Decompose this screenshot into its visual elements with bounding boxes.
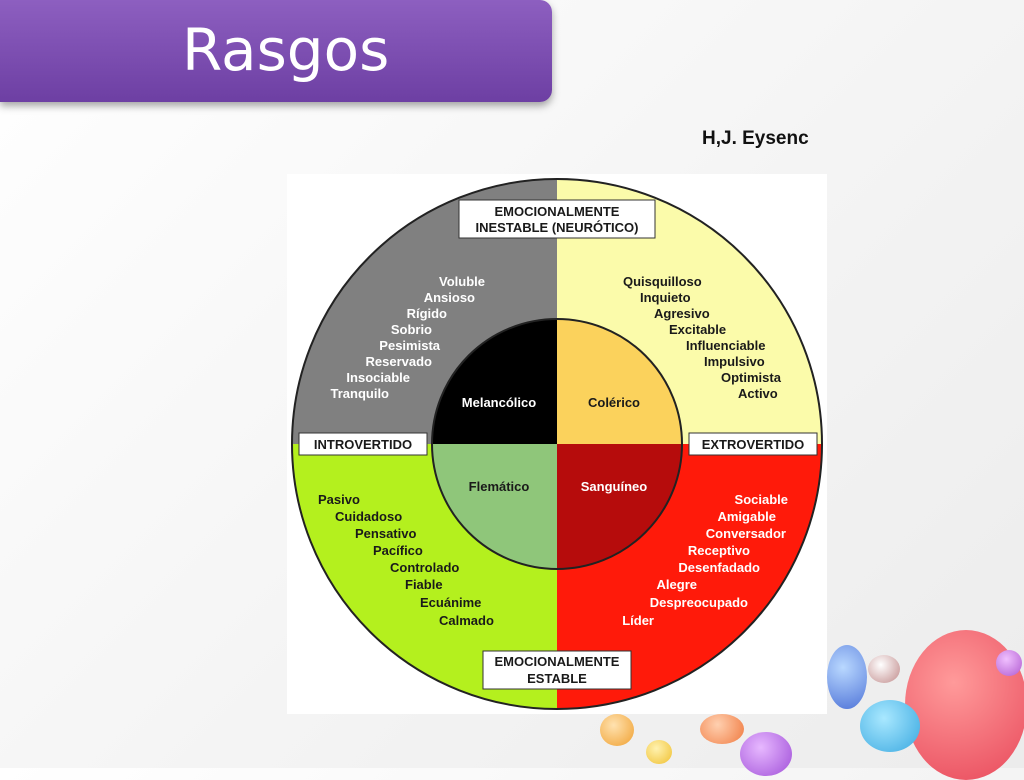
trait: Tranquilo — [331, 386, 390, 401]
trait: Fiable — [405, 577, 443, 592]
trait: Cuidadoso — [335, 509, 402, 524]
trait: Alegre — [657, 577, 697, 592]
temperament-sanguineo: Sanguíneo — [581, 479, 648, 494]
traits-top-left: Voluble Ansioso Rígido Sobrio Pesimista … — [331, 274, 486, 401]
axis-label-top-line1: EMOCIONALMENTE — [495, 204, 620, 219]
traits-bottom-right: Sociable Amigable Conversador Receptivo … — [622, 492, 788, 628]
decorative-bubble — [827, 645, 867, 709]
inner-circle-border — [431, 318, 683, 570]
trait: Quisquilloso — [623, 274, 702, 289]
decorative-bubble — [600, 714, 634, 746]
trait: Desenfadado — [678, 560, 760, 575]
temperament-colerico: Colérico — [588, 395, 640, 410]
trait: Ecuánime — [420, 595, 481, 610]
trait: Ansioso — [424, 290, 475, 305]
outer-circle-border — [291, 178, 823, 710]
trait: Pensativo — [355, 526, 416, 541]
trait: Conversador — [706, 526, 786, 541]
axis-label-bottom-line2: ESTABLE — [527, 671, 587, 686]
title-banner: Rasgos — [0, 0, 552, 102]
trait: Pesimista — [379, 338, 440, 353]
decorative-bubble — [868, 655, 900, 683]
axis-label-top-line2: INESTABLE (NEURÓTICO) — [476, 220, 639, 235]
trait: Impulsivo — [704, 354, 765, 369]
axis-label-right: EXTROVERTIDO — [702, 437, 805, 452]
traits-bottom-left: Pasivo Cuidadoso Pensativo Pacífico Cont… — [318, 492, 494, 628]
trait: Sobrio — [391, 322, 432, 337]
trait: Pasivo — [318, 492, 360, 507]
inner-quadrant-bottom-right — [557, 444, 682, 569]
slide-title: Rasgos — [182, 16, 390, 84]
trait: Excitable — [669, 322, 726, 337]
trait: Despreocupado — [650, 595, 748, 610]
trait: Sociable — [735, 492, 788, 507]
trait: Agresivo — [654, 306, 710, 321]
trait: Pacífico — [373, 543, 423, 558]
slide-subtitle: H,J. Eysenc — [702, 128, 809, 149]
trait: Líder — [622, 613, 654, 628]
inner-quadrant-top-left — [432, 319, 557, 444]
trait: Rígido — [407, 306, 447, 321]
inner-quadrant-top-right — [557, 319, 682, 444]
decorative-bubble — [740, 732, 792, 776]
trait: Controlado — [390, 560, 459, 575]
trait: Insociable — [346, 370, 410, 385]
trait: Activo — [738, 386, 778, 401]
decorative-bubble — [860, 700, 920, 752]
trait: Influenciable — [686, 338, 765, 353]
trait: Amigable — [717, 509, 776, 524]
label-box-bottom — [482, 650, 632, 690]
trait: Inquieto — [640, 290, 691, 305]
inner-quadrant-bottom-left — [432, 444, 557, 569]
axis-label-left: INTROVERTIDO — [314, 437, 412, 452]
trait: Calmado — [439, 613, 494, 628]
trait: Reservado — [366, 354, 433, 369]
eysenc-diagram: EMOCIONALMENTE INESTABLE (NEURÓTICO) EMO… — [287, 174, 827, 714]
temperament-wheel: EMOCIONALMENTE INESTABLE (NEURÓTICO) EMO… — [291, 178, 823, 710]
decorative-bubble — [996, 650, 1022, 676]
label-box-right — [688, 432, 818, 456]
label-box-top — [458, 199, 656, 239]
axis-label-bottom-line1: EMOCIONALMENTE — [495, 654, 620, 669]
decorative-bubble — [700, 714, 744, 744]
temperament-flematico: Flemático — [469, 479, 530, 494]
traits-top-right: Quisquilloso Inquieto Agresivo Excitable… — [623, 274, 782, 401]
trait: Optimista — [721, 370, 782, 385]
trait: Receptivo — [688, 543, 750, 558]
temperament-melancolico: Melancólico — [462, 395, 536, 410]
label-box-left — [298, 432, 428, 456]
trait: Voluble — [439, 274, 485, 289]
decorative-bubble — [646, 740, 672, 764]
